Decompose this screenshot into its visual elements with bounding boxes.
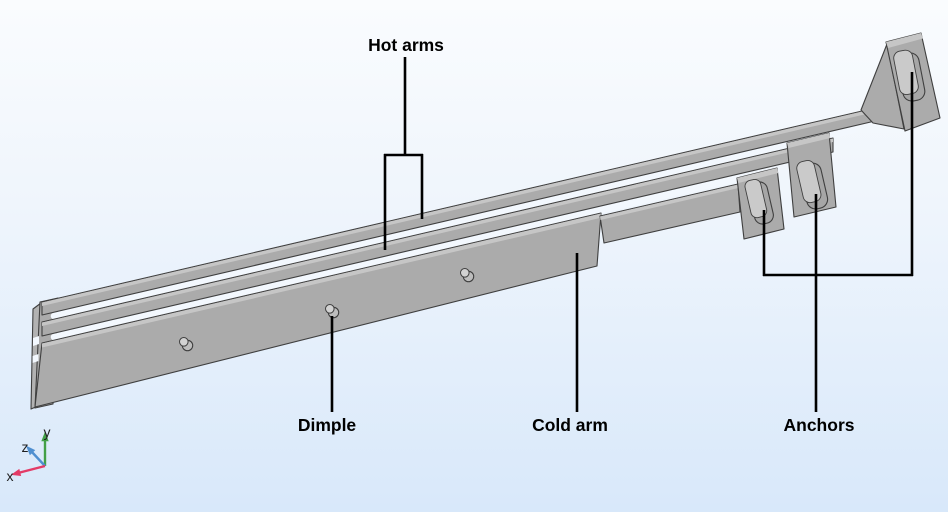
anchor-pad-3-top-face (886, 33, 923, 48)
axis-x-label: x (7, 468, 14, 484)
axis-y-arrowhead (41, 431, 49, 442)
axis-x: x (7, 464, 46, 484)
axis-z: z (22, 439, 46, 467)
callout-dimple: Dimple (298, 316, 357, 435)
callout-dimple-label: Dimple (298, 415, 357, 435)
callout-cold-arm: Cold arm (532, 253, 608, 435)
axis-z-arrowhead (25, 445, 36, 456)
slot-end-notch-2 (32, 354, 39, 363)
anchor-bump-1 (744, 178, 774, 225)
cold-arm-plate (34, 212, 602, 408)
slot-end-notch-1 (33, 336, 39, 346)
callout-anchors-label: Anchors (784, 415, 855, 435)
axis-x-arrowhead (10, 468, 22, 476)
anchor-pad-1-top-face (737, 168, 779, 183)
anchor-bump-2 (796, 159, 829, 210)
callout-anchors: Anchors (762, 72, 914, 435)
dimple-1 (179, 337, 194, 352)
callout-cold-arm-label: Cold arm (532, 415, 608, 435)
axis-triad: yzx (7, 424, 51, 484)
anchor-bump-2-bevel (796, 159, 822, 204)
axis-z-arrow-shaft (30, 450, 46, 467)
anchor-pad-2-top-face (787, 133, 831, 148)
axis-y: y (41, 424, 51, 466)
hot-arm-slot-2 (50, 174, 744, 341)
anchor-3-elbow (860, 43, 905, 130)
cold-arm-flexure-top-face (600, 184, 739, 220)
dimple-2 (325, 304, 340, 319)
callout-hot-arms: Hot arms (368, 35, 444, 250)
cold-arm-top-face (42, 213, 601, 348)
thermal-actuator-model (30, 32, 941, 410)
dimple-1-top (179, 337, 189, 347)
hot-arm-1-top-face (42, 108, 875, 306)
dimple-3 (460, 268, 475, 283)
cold-arm-flexure (599, 183, 741, 244)
hot-arm-2-top-face (42, 138, 833, 326)
anchor-bump-1-bevel (744, 178, 768, 219)
callout-hot-arms-label: Hot arms (368, 35, 444, 55)
axis-x-arrow-shaft (17, 464, 46, 475)
dimple-2-top (325, 304, 335, 314)
axis-z-label: z (22, 439, 29, 455)
dimple-3-top (460, 268, 470, 278)
axis-y-label: y (44, 424, 51, 440)
hot-arm-slot-1 (50, 126, 857, 320)
